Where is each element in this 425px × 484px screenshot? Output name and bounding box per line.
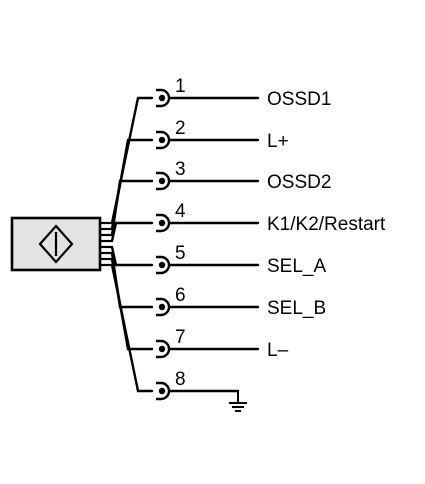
pin-number: 6 <box>175 285 186 306</box>
pin-row-8: 8 <box>110 263 247 412</box>
pin-number: 4 <box>175 201 186 222</box>
pin-number: 1 <box>175 76 186 97</box>
connector-pin-icon <box>156 130 171 150</box>
wire <box>110 138 154 231</box>
connector-pin-icon <box>156 339 171 359</box>
wire <box>110 257 154 351</box>
connector-pin-icon <box>156 255 171 275</box>
ground-icon <box>229 391 247 412</box>
wire <box>110 96 154 225</box>
pin-number: 8 <box>175 369 186 390</box>
pin-rows: 1OSSD12L+3OSSD24K1/K2/Restart5SEL_A6SEL_… <box>110 76 386 412</box>
box-terminals <box>100 221 112 267</box>
connector-pin-icon <box>156 171 171 191</box>
wire <box>110 263 154 393</box>
pin-row-4: 4K1/K2/Restart <box>110 201 386 243</box>
pin-number: 2 <box>175 118 186 139</box>
signal-label: K1/K2/Restart <box>267 214 386 235</box>
signal-label: L– <box>267 340 289 361</box>
sensor-device <box>10 216 102 272</box>
pin-number: 3 <box>175 159 186 180</box>
signal-label: OSSD1 <box>267 89 331 110</box>
pin-row-7: 7L– <box>110 257 289 361</box>
connector-pin-icon <box>156 381 171 401</box>
pin-row-2: 2L+ <box>110 118 289 231</box>
wire <box>110 245 154 267</box>
signal-label: SEL_A <box>267 256 326 277</box>
signal-label: SEL_B <box>267 298 326 319</box>
signal-label: L+ <box>267 131 289 152</box>
connector-pin-icon <box>156 213 171 233</box>
connector-pin-icon <box>156 297 171 317</box>
signal-label: OSSD2 <box>267 172 331 193</box>
wire <box>110 221 154 243</box>
pin-number: 7 <box>175 327 186 348</box>
connector-pin-icon <box>156 88 171 108</box>
wire <box>110 179 154 237</box>
pin-number: 5 <box>175 243 186 264</box>
diamond-sensor-icon <box>38 224 74 264</box>
